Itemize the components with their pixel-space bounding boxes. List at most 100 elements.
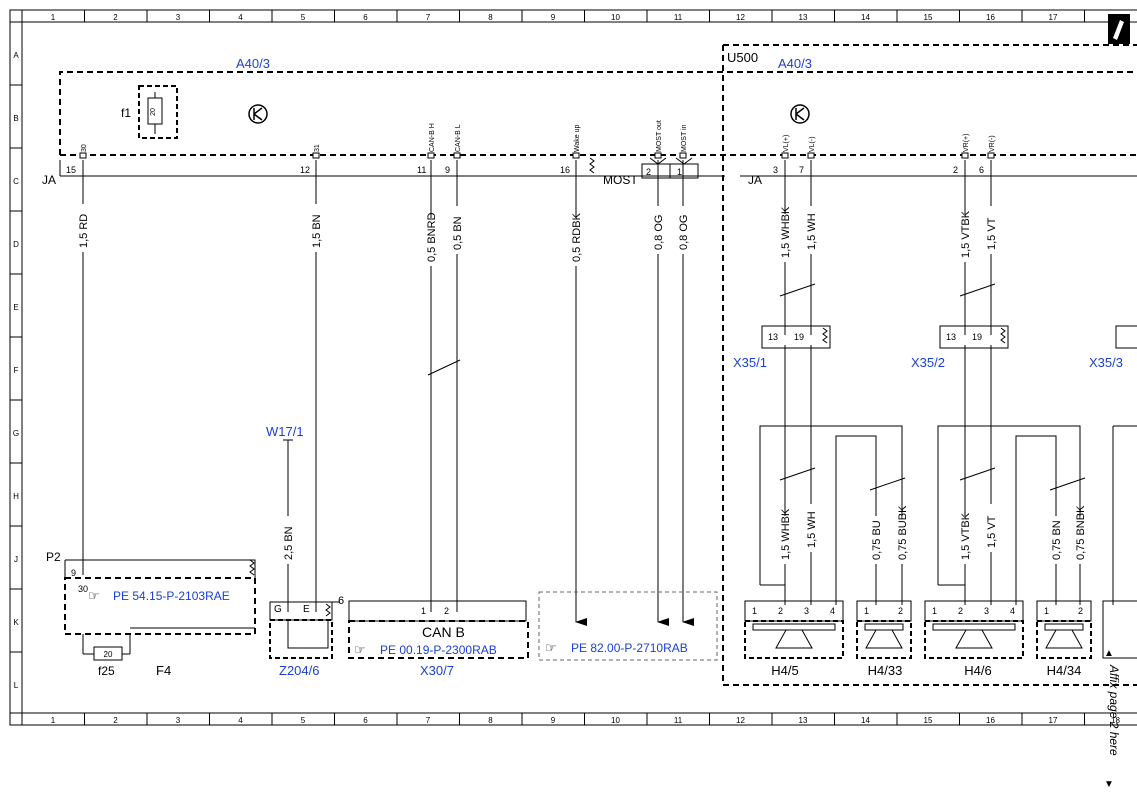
row-letter: C — [13, 177, 19, 186]
label-h4-34: H4/34 — [1047, 663, 1082, 678]
arrow-icon: ▲ — [1104, 648, 1114, 659]
signal-s30: 30 — [81, 144, 88, 152]
pin-most-1: 1 — [677, 167, 682, 177]
pin-terminal — [961, 152, 969, 159]
pin-terminal — [781, 152, 789, 159]
ref-pe-00-text: PE 00.19-P-2300RAB — [380, 643, 497, 657]
label-h4-5: H4/5 — [771, 663, 798, 678]
ja-harness — [59, 160, 1137, 177]
pin-terminal — [679, 152, 687, 159]
column-number: 12 — [736, 13, 745, 22]
signal-canbl: CAN-B L — [455, 124, 462, 152]
wire-label-w_og2: 0,8 OG — [678, 215, 690, 250]
column-number: 7 — [426, 716, 431, 725]
row-letter: K — [13, 618, 19, 627]
side-note-affix: Affix page 2 here — [1107, 664, 1121, 756]
speaker-icon — [864, 623, 904, 649]
row-letter: E — [13, 303, 18, 312]
column-number: 14 — [861, 13, 870, 22]
wire-label-w_bu: 0,75 BU — [871, 520, 883, 560]
label-most: MOST — [603, 173, 638, 187]
wires — [82, 160, 1137, 626]
pin-p6: 6 — [979, 165, 984, 175]
shield-symbol — [589, 157, 595, 174]
wire-label-w_w17: 2,5 BN — [283, 526, 295, 560]
label-a40-3-right: A40/3 — [778, 56, 812, 71]
diagram-frame — [9, 9, 1137, 726]
label-ja-right: JA — [748, 173, 762, 187]
wire-label-w_bn05: 0,5 BN — [452, 216, 464, 250]
column-number: 17 — [1049, 13, 1058, 22]
column-number: 9 — [551, 716, 556, 725]
pin-z204-g: G — [274, 604, 282, 615]
pointing-hand-icon: ☞ — [88, 588, 100, 603]
column-number: 3 — [176, 716, 181, 725]
speaker-pin: 2 — [958, 606, 963, 616]
ref-pe-54-text: PE 54.15-P-2103RAE — [113, 589, 230, 603]
column-number: 7 — [426, 13, 431, 22]
speaker-partial — [1102, 600, 1137, 659]
signal-s31: 31 — [314, 144, 321, 152]
wire-label-w_og1: 0,8 OG — [653, 215, 665, 250]
label-z204-6: Z204/6 — [279, 663, 319, 678]
ref-pe-54[interactable]: ☞ PE 54.15-P-2103RAE — [88, 588, 230, 603]
pointing-hand-icon: ☞ — [354, 642, 366, 657]
column-number: 3 — [176, 13, 181, 22]
speaker-h4-6: 1 2 3 4 — [924, 600, 1024, 659]
column-number: 1 — [51, 716, 56, 725]
pin-p7: 7 — [799, 165, 804, 175]
label-x35-3: X35/3 — [1089, 355, 1123, 370]
column-number: 6 — [363, 716, 368, 725]
column-number: 18 — [1111, 716, 1120, 725]
label-z204-num: 6 — [338, 595, 344, 607]
pin-p2_9: 9 — [71, 568, 76, 578]
ref-pe-82-box — [538, 591, 718, 661]
speaker-pin: 3 — [984, 606, 989, 616]
column-number: 15 — [924, 716, 933, 725]
ref-pe-00[interactable]: ☞ PE 00.19-P-2300RAB — [354, 642, 497, 657]
speaker-icon — [752, 623, 836, 649]
pin-x13a: 13 — [768, 332, 778, 342]
label-f1: f1 — [121, 106, 131, 120]
x30-7 — [348, 600, 529, 659]
label-f4: F4 — [156, 663, 171, 678]
pin-p16: 16 — [560, 165, 570, 175]
wire-label-w_wh: 1,5 WH — [806, 213, 818, 250]
column-number: 4 — [238, 716, 243, 725]
most-connector — [641, 157, 699, 179]
pin-most-2: 2 — [646, 167, 651, 177]
wire-label-w_bubk: 0,75 BUBK — [897, 505, 909, 560]
label-x35-1: X35/1 — [733, 355, 767, 370]
ref-pe-82[interactable]: ☞ PE 82.00-P-2710RAB — [545, 640, 688, 655]
p2-fuse-area — [64, 559, 256, 661]
row-letter: H — [13, 492, 19, 501]
column-number: 5 — [301, 13, 306, 22]
pointing-hand-icon: ☞ — [545, 640, 557, 655]
speaker-pin: 1 — [864, 606, 869, 616]
row-letter: G — [13, 429, 19, 438]
pin-terminal — [807, 152, 815, 159]
speaker-pin: 4 — [1010, 606, 1015, 616]
speaker-pin: 2 — [778, 606, 783, 616]
pin-p2: 2 — [953, 165, 958, 175]
wire-label-w_bn075: 0,75 BN — [1051, 520, 1063, 560]
column-ruler: 1122334455667788991010111112121313141415… — [51, 10, 1120, 725]
speaker-pin: 1 — [932, 606, 937, 616]
label-h4-33: H4/33 — [868, 663, 903, 678]
wire-label-w_vt: 1,5 VT — [986, 217, 998, 250]
signal-canbh: CAN-B H — [429, 123, 436, 152]
pin-p15: 15 — [66, 165, 76, 175]
z204-6 — [269, 601, 340, 659]
pin-terminal — [987, 152, 995, 159]
wire-label-w_vt2: 1,5 VT — [986, 515, 998, 548]
pin-p2_30: 30 — [78, 584, 88, 594]
pin-terminal — [312, 152, 320, 159]
speaker-pin: 1 — [1044, 606, 1049, 616]
